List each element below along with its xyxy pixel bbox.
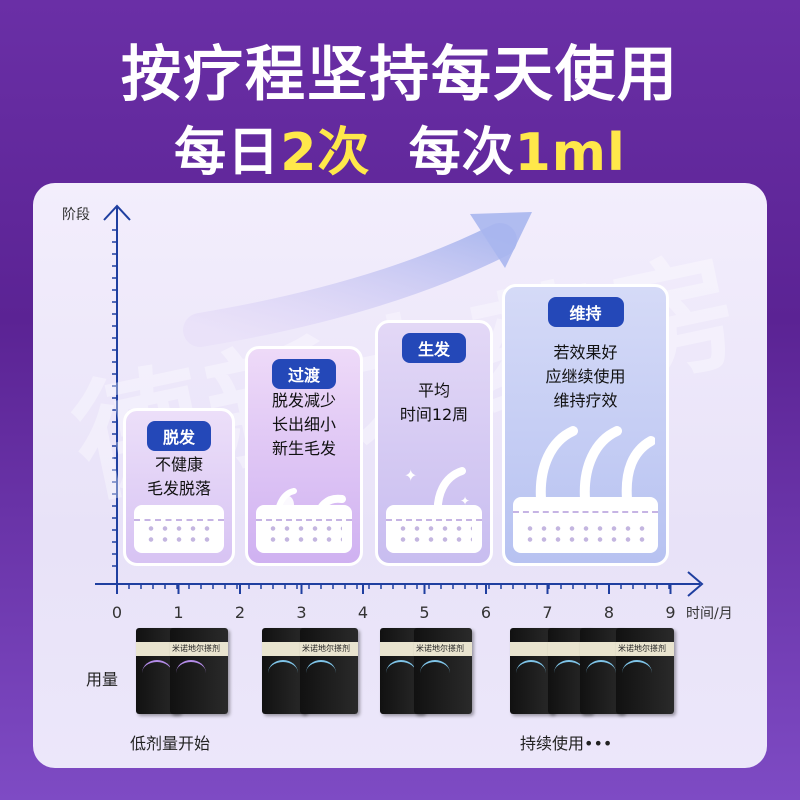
x-tick-label: 3 [296, 603, 307, 622]
svg-text:✦: ✦ [460, 494, 470, 508]
stage-badge-1: 脱发 [146, 421, 212, 451]
stage-desc-1: 不健康 毛发脱落 [126, 453, 232, 501]
mature-hair-icon [535, 426, 655, 501]
subtitle-mid: 每次 [408, 123, 515, 183]
stage-2-line-3: 新生毛发 [271, 439, 336, 458]
box-label: 米诺地尔搽剂 [302, 644, 350, 653]
x-tick-label: 1 [173, 603, 184, 622]
stage-3-line-1: 平均 [417, 381, 450, 400]
box-label: 米诺地尔搽剂 [172, 644, 220, 653]
stage-1-line-2: 毛发脱落 [146, 479, 211, 498]
stage-2-line-1: 脱发减少 [271, 391, 336, 410]
page-subtitle: 每日2次 每次1ml [0, 110, 800, 185]
page-title: 按疗程坚持每天使用 [121, 40, 679, 110]
skin-illustration-4 [513, 497, 658, 553]
product-box: 米诺地尔搽剂 [300, 628, 358, 714]
continue-caption: 持续使用••• [520, 734, 613, 753]
subtitle-highlight-times: 2次 [280, 123, 371, 183]
product-box: 米诺地尔搽剂 [414, 628, 472, 714]
x-tick-label: 5 [419, 603, 430, 622]
product-box [510, 628, 554, 714]
stage-card-4: 维持 若效果好 应继续使用 维持疗效 [502, 284, 669, 566]
x-tick-label: 8 [603, 603, 615, 622]
subtitle-highlight-dose: 1ml [514, 123, 626, 183]
stage-3-line-2: 时间12周 [399, 405, 469, 424]
stage-desc-3: 平均 时间12周 [378, 379, 490, 427]
subtitle-prefix: 每日 [174, 123, 281, 183]
y-axis-label: 阶段 [62, 207, 90, 223]
skin-illustration-3 [386, 505, 482, 553]
product-box: 米诺地尔搽剂 [616, 628, 674, 714]
x-tick-label: 9 [665, 603, 676, 622]
stage-desc-4: 若效果好 应继续使用 维持疗效 [505, 341, 666, 413]
stage-card-3: 生发 平均 时间12周 ✦ ✦ [375, 320, 493, 566]
box-label: 米诺地尔搽剂 [618, 644, 666, 653]
stage-badge-3: 生发 [401, 333, 467, 363]
dosage-label: 用量 [86, 670, 119, 689]
product-box [262, 628, 306, 714]
trend-arrow-head [470, 212, 532, 268]
product-box: 米诺地尔搽剂 [170, 628, 228, 714]
stage-4-line-3: 维持疗效 [553, 391, 618, 410]
x-tick-label: 2 [234, 603, 246, 622]
stage-desc-2: 脱发减少 长出细小 新生毛发 [248, 389, 360, 461]
x-tick-label: 4 [357, 603, 369, 622]
stage-2-line-2: 长出细小 [271, 415, 336, 434]
svg-text:✦: ✦ [404, 466, 417, 485]
x-tick-label: 6 [480, 603, 492, 622]
low-dose-caption: 低剂量开始 [130, 734, 211, 753]
stage-card-2: 过渡 脱发减少 长出细小 新生毛发 [245, 346, 363, 566]
stage-badge-2: 过渡 [271, 359, 337, 389]
trend-arrow-body [183, 223, 517, 347]
box-label: 米诺地尔搽剂 [416, 644, 464, 653]
skin-illustration-2 [256, 505, 352, 553]
x-tick-label: 0 [111, 603, 123, 622]
stage-card-1: 脱发 不健康 毛发脱落 [123, 408, 235, 566]
stage-4-line-2: 应继续使用 [545, 367, 626, 386]
stage-1-line-1: 不健康 [154, 455, 203, 474]
stage-badge-4: 维持 [547, 297, 624, 327]
x-tick-label: 7 [542, 603, 553, 622]
stage-4-line-1: 若效果好 [553, 343, 618, 362]
x-axis-label: 时间/月 [686, 606, 733, 622]
skin-illustration-1 [134, 505, 224, 553]
